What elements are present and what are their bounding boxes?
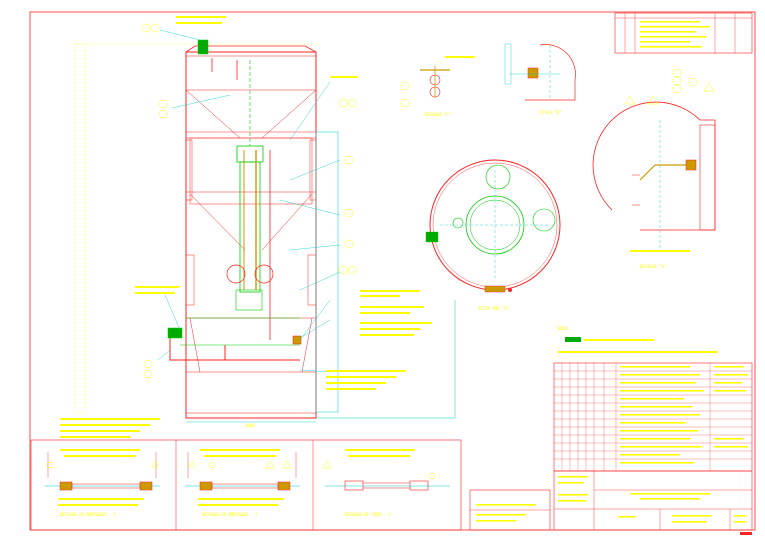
notes: NOTA — [558, 326, 718, 353]
small-title-block: T TOLEDO DO BRASIL — [469, 489, 551, 531]
sheet-border — [29, 11, 756, 531]
detail-2-title: DETALHE DE MONTAGEM - 2 — [202, 512, 258, 517]
view-b-title: VISTA "B" — [540, 110, 562, 115]
company-logo-glyph: T — [646, 477, 650, 484]
company-name: TOLEDO DO BRASIL — [668, 476, 745, 484]
detail-a: DETALHE "A" — [592, 68, 716, 269]
bottom-details: DETALHE DE MONTAGEM - 1 DETALHE DE MONTA… — [30, 439, 462, 531]
small-logo-glyph: T — [474, 496, 477, 502]
detail-2: DETALHE DE MONTAGEM - 2 — [185, 449, 300, 517]
revision-table — [614, 12, 753, 54]
detail-1: DETALHE DE MONTAGEM - 1 — [45, 449, 160, 517]
view-by-a: VISTA POR "A" — [425, 159, 561, 311]
detail-3-title: DETALHE DE TUBO - 3 — [345, 512, 391, 517]
view-b: VISTA "B" — [504, 43, 576, 115]
dimension-label: 4000 — [245, 423, 255, 428]
company-name-small: TOLEDO DO BRASIL — [482, 496, 521, 501]
title-block: T TOLEDO DO BRASIL — [553, 470, 753, 531]
view-by-a-title: VISTA POR "A" — [478, 306, 509, 311]
detail-3: DETALHE DE TUBO - 3 — [322, 449, 450, 517]
detail-1-title: DETALHE DE MONTAGEM - 1 — [60, 512, 116, 517]
detail-c: DETALHE "C" — [400, 56, 475, 117]
vessel-elevation: 4000 — [60, 16, 456, 438]
detail-c-title: DETALHE "C" — [425, 112, 452, 117]
detail-a-title: DETALHE "A" — [640, 264, 667, 269]
note-title: NOTA — [558, 326, 568, 331]
parts-list — [553, 362, 753, 472]
